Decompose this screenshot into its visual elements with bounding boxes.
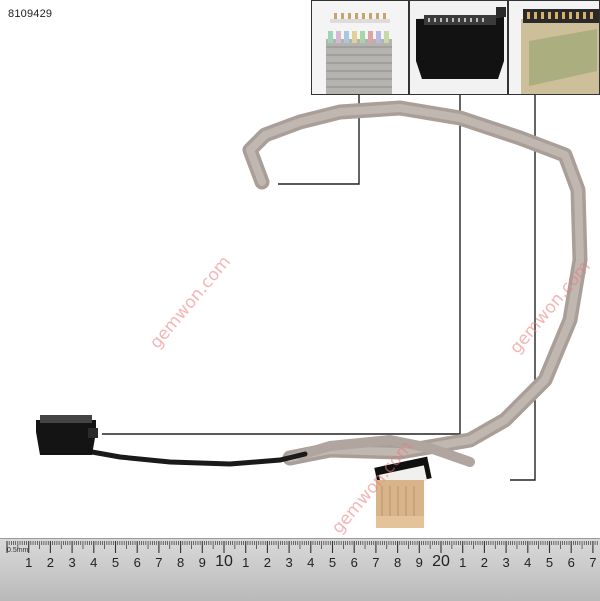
left-black-connector <box>36 415 98 455</box>
ruler-number: 1 <box>242 555 250 570</box>
ruler-number: 2 <box>480 555 489 570</box>
ruler-number: 7 <box>155 555 163 570</box>
connector-pins-closeup <box>311 0 409 95</box>
ruler-number: 3 <box>68 555 76 570</box>
ruler-number: 2 <box>46 555 55 570</box>
ruler-number: 10 <box>215 553 233 570</box>
ruler-number: 1 <box>459 555 467 570</box>
adhesive-connector-graphic <box>509 1 599 94</box>
ruler-number: 6 <box>567 555 575 570</box>
ruler-number: 5 <box>545 555 554 570</box>
ruler-number: 3 <box>502 555 510 570</box>
ruler-number: 4 <box>90 555 98 570</box>
ruler-number: 2 <box>263 555 272 570</box>
ruler-number: 1 <box>25 555 33 570</box>
ruler-number: 7 <box>589 555 597 570</box>
pins-closeup-graphic <box>312 1 408 94</box>
right-tan-connector <box>374 456 432 528</box>
ruler-number: 8 <box>393 555 402 570</box>
ruler-number: 8 <box>176 555 185 570</box>
ruler-number: 4 <box>524 555 532 570</box>
leader-line-pins <box>278 95 360 185</box>
ruler-number: 6 <box>350 555 358 570</box>
ruler-unit-label: 0.5mm <box>7 547 29 554</box>
black-connector-graphic <box>410 1 507 94</box>
ruler-number: 9 <box>415 555 423 570</box>
ruler-number: 9 <box>198 555 206 570</box>
leader-line-black-connector <box>102 95 461 435</box>
black-connector-closeup <box>409 0 508 95</box>
product-id: 8109429 <box>8 8 53 20</box>
adhesive-connector-closeup <box>508 0 600 95</box>
silver-ribbon-cable <box>242 100 588 467</box>
black-round-cable <box>89 449 308 467</box>
ruler-ticks <box>6 541 598 553</box>
ruler-number: 6 <box>133 555 141 570</box>
leader-line-adhesive <box>510 95 536 481</box>
ruler-number: 5 <box>111 555 120 570</box>
ruler-number: 20 <box>432 553 450 570</box>
ruler-number: 3 <box>285 555 293 570</box>
ruler-number: 5 <box>328 555 337 570</box>
ruler-number: 7 <box>372 555 380 570</box>
ruler-number: 4 <box>307 555 315 570</box>
